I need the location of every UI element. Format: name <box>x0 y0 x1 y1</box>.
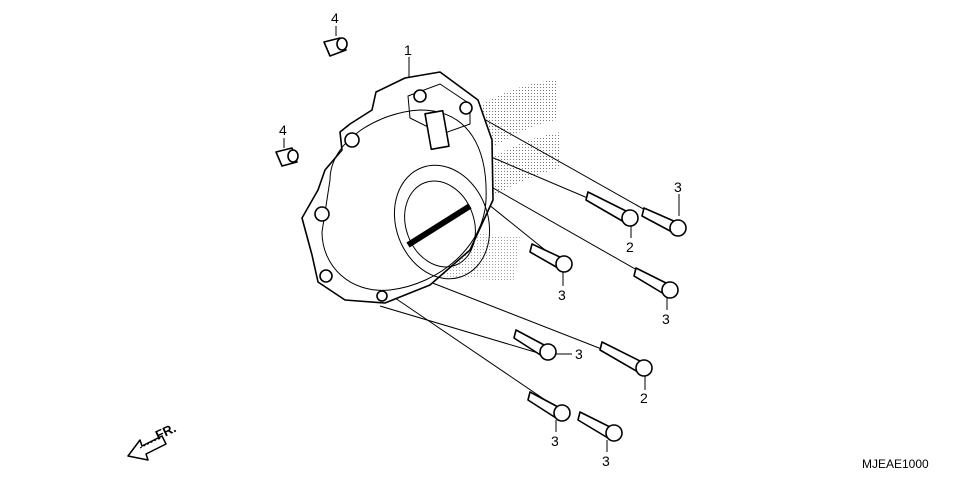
callout-pin-left: 4 <box>279 122 287 138</box>
callout-bolt: 3 <box>602 453 610 469</box>
front-direction-label: FR. <box>153 420 178 442</box>
callout-bolt: 3 <box>551 433 559 449</box>
callout-bolt: 3 <box>575 346 583 362</box>
callout-pin-top: 4 <box>331 10 339 26</box>
callout-bolt: 3 <box>662 311 670 327</box>
flange-bolt <box>577 411 623 442</box>
dowel-pin <box>323 37 348 57</box>
callout-bolt: 2 <box>626 239 634 255</box>
drawing-code: MJEAE1000 <box>862 457 929 471</box>
flange-bolt <box>633 267 679 299</box>
front-direction-arrow: FR. <box>127 420 178 461</box>
callout-bolt: 3 <box>558 287 566 303</box>
dowel-pin <box>275 147 299 167</box>
flange-bolt <box>529 243 573 273</box>
leader-lines <box>283 26 680 452</box>
generator-cover <box>301 71 494 304</box>
callout-bolt: 2 <box>640 390 648 406</box>
flange-bolt <box>513 329 557 361</box>
flange-bolt <box>641 207 687 237</box>
callout-bolt: 3 <box>674 179 682 195</box>
callout-cover: 1 <box>404 42 412 58</box>
flange-bolt <box>527 391 571 422</box>
flange-bolt <box>599 341 653 377</box>
flange-bolt <box>585 191 639 227</box>
